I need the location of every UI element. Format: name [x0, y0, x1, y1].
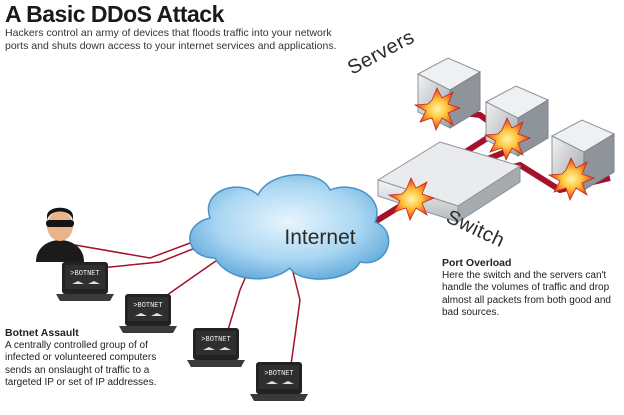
botnet-laptop-2: >BOTNET [119, 294, 177, 333]
hacker-figure [36, 207, 84, 262]
botnet-screen-label: >BOTNET [133, 302, 162, 310]
server-3 [550, 119, 616, 191]
botnet-laptop-3: >BOTNET [187, 328, 245, 367]
port-overload-heading: Port Overload [442, 257, 512, 269]
botnet-laptop-4: >BOTNET [250, 362, 308, 401]
page-title: A Basic DDoS Attack [5, 1, 224, 27]
port-overload-body: Here the switch and the servers can't ha… [442, 269, 611, 319]
botnet-screen-label: >BOTNET [70, 270, 99, 278]
botnet-assault-note: Botnet Assault A centrally controlled gr… [5, 327, 165, 390]
botnet-assault-heading: Botnet Assault [5, 327, 79, 339]
port-overload-note: Port Overload Here the switch and the se… [442, 257, 612, 320]
botnet-assault-body: A centrally controlled group of of infec… [5, 339, 157, 389]
botnet-screen-label: >BOTNET [264, 370, 293, 378]
botnet-laptop-1: >BOTNET [56, 262, 114, 301]
internet-cloud: Internet [189, 174, 390, 280]
internet-label: Internet [284, 226, 355, 249]
page-subtitle: Hackers control an army of devices that … [5, 27, 337, 52]
botnet-screen-label: >BOTNET [201, 336, 230, 344]
explosion-icon [387, 87, 596, 222]
